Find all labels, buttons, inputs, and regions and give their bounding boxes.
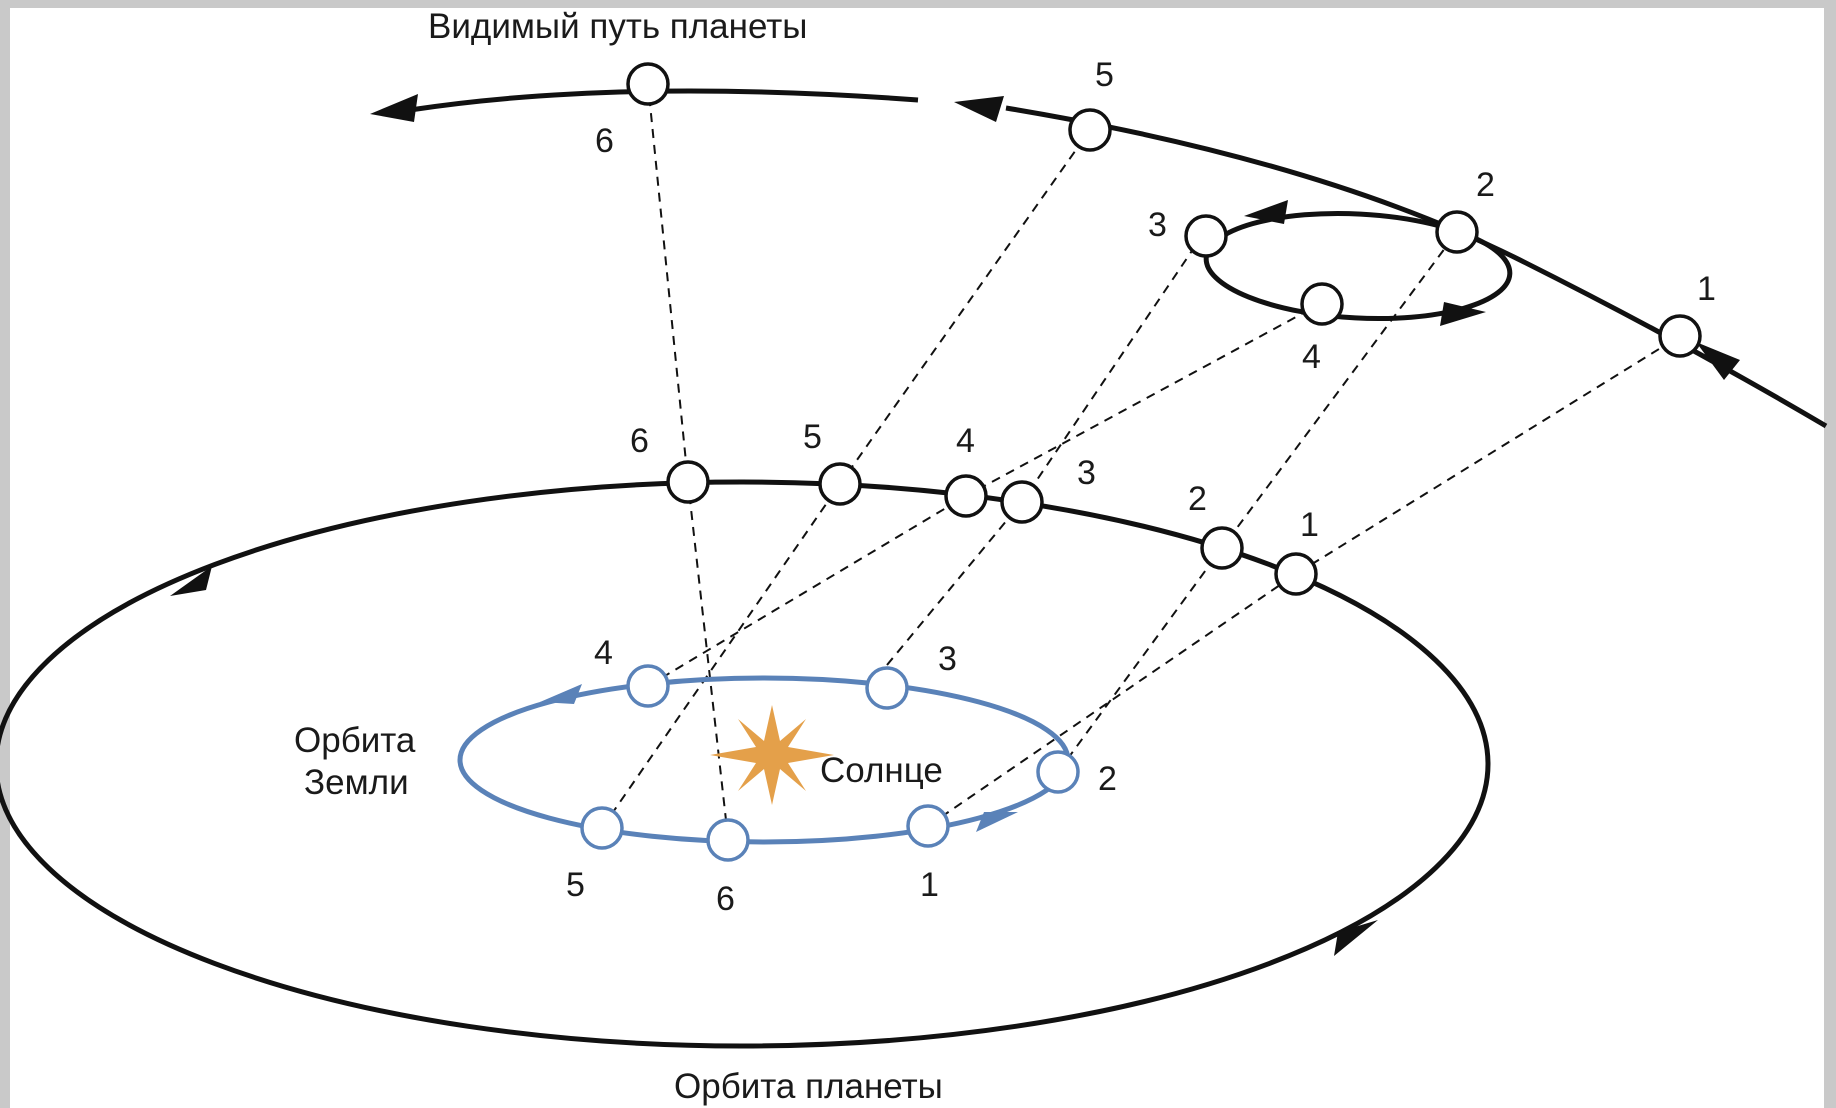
earth-label-1: 1 (920, 866, 939, 904)
planet-orbit-arrow-left (170, 566, 212, 596)
earth-label-4: 4 (594, 634, 613, 672)
apparent-path-title: Видимый путь планеты (428, 7, 807, 46)
apparent-label-1: 1 (1697, 270, 1716, 308)
earth-position-5 (580, 806, 624, 850)
apparent-position-6 (626, 62, 670, 106)
apparent-position-4 (1300, 282, 1344, 326)
apparent-path-arrow-mid (954, 96, 1004, 122)
apparent-label-5: 5 (1095, 56, 1114, 94)
earth-position-1 (906, 804, 950, 848)
earth-position-labels: 1 2 3 4 5 6 (566, 634, 1117, 918)
apparent-position-3 (1184, 214, 1228, 258)
planet-label-2: 2 (1188, 480, 1207, 518)
sight-line-3 (886, 235, 1203, 666)
planet-label-3: 3 (1077, 454, 1096, 492)
earth-orbit-title-line2: Земли (304, 763, 409, 802)
planet-label-6: 6 (630, 422, 649, 460)
apparent-label-2: 2 (1476, 166, 1495, 204)
sight-lines (601, 83, 1681, 839)
planet-position-3 (1000, 480, 1044, 524)
earth-orbit-title-line1: Орбита (294, 721, 416, 760)
frame-border-right (1824, 0, 1836, 1108)
planet-position-labels: 1 2 3 4 5 6 (630, 418, 1319, 544)
apparent-position-labels: 1 2 3 4 5 6 (595, 56, 1716, 376)
earth-label-2: 2 (1098, 760, 1117, 798)
earth-position-4 (626, 664, 670, 708)
earth-orbit-arrow-right (976, 812, 1018, 832)
planet-positions (666, 460, 1318, 596)
planet-orbit-arrow-right (1334, 920, 1378, 956)
earth-positions (580, 664, 1080, 862)
earth-position-6 (706, 818, 750, 862)
apparent-positions (626, 62, 1702, 358)
planet-position-2 (1200, 526, 1244, 570)
apparent-position-1 (1658, 314, 1702, 358)
earth-orbit-arrow-left (540, 684, 582, 704)
earth-label-5: 5 (566, 866, 585, 904)
apparent-path-arrow-right (1696, 342, 1740, 380)
earth-position-2 (1036, 750, 1080, 794)
apparent-position-2 (1435, 210, 1479, 254)
retrograde-loop (1203, 210, 1513, 322)
planet-orbit-title: Орбита планеты (674, 1067, 943, 1106)
planet-label-5: 5 (803, 418, 822, 456)
apparent-label-4: 4 (1302, 338, 1321, 376)
apparent-position-5 (1068, 108, 1112, 152)
frame-border-left (0, 0, 10, 1108)
retrograde-loop-arrow-bottom (1440, 302, 1486, 326)
planet-position-5 (818, 462, 862, 506)
apparent-label-6: 6 (595, 122, 614, 160)
sun-label: Солнце (820, 751, 943, 790)
planet-orbit (0, 479, 1491, 1049)
earth-label-3: 3 (938, 640, 957, 678)
planet-label-4: 4 (956, 422, 975, 460)
planet-position-1 (1274, 552, 1318, 596)
earth-position-3 (865, 666, 909, 710)
planet-position-4 (944, 474, 988, 518)
apparent-path-arrow-left (370, 94, 418, 122)
sight-line-2 (1057, 231, 1458, 773)
apparent-path-right (1005, 105, 1828, 429)
retrograde-loop-arrow-top (1244, 200, 1288, 224)
sun-icon (710, 705, 834, 805)
planet-label-1: 1 (1300, 506, 1319, 544)
apparent-label-3: 3 (1148, 206, 1167, 244)
frame-border-top (0, 0, 1836, 8)
planet-position-6 (666, 460, 710, 504)
earth-label-6: 6 (716, 880, 735, 918)
sight-line-1 (927, 335, 1681, 827)
